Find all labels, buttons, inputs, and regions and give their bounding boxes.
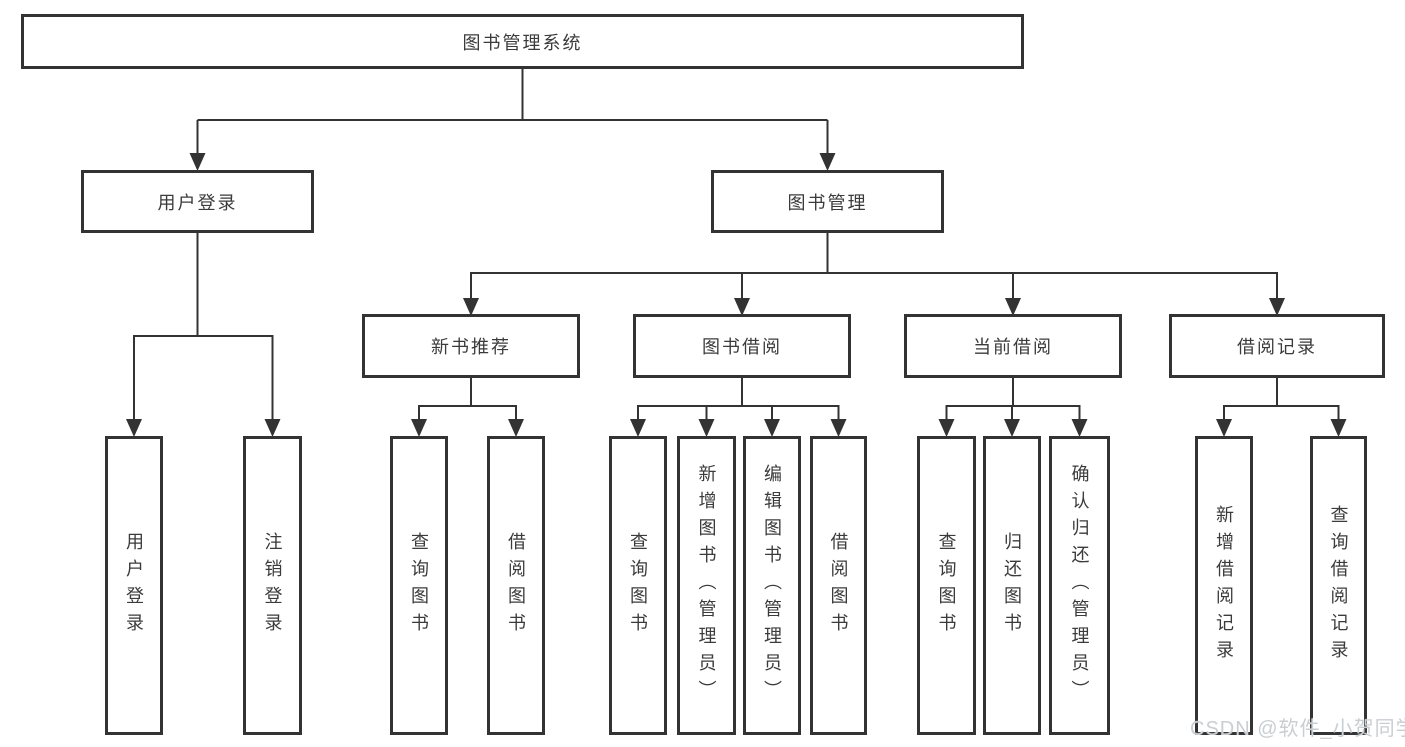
node-new-book-recommend: 新书推荐 [362,314,580,378]
leaf-return-books: 归还图书 [983,436,1041,735]
leaf-user-login: 用户登录 [105,436,163,735]
node-label: 借阅图书 [828,531,849,640]
node-book-borrowing: 图书借阅 [633,314,851,378]
node-label: 图书管理系统 [462,32,583,53]
node-system-root: 图书管理系统 [21,14,1024,69]
node-current-borrowing: 当前借阅 [904,314,1122,378]
node-borrowing-records: 借阅记录 [1169,314,1385,378]
node-label: 查询图书 [628,531,648,640]
node-label: 新书推荐 [431,337,511,357]
node-label: 注销登录 [262,531,283,640]
node-label: 确认归还（管理员） [1069,464,1090,707]
node-label: 归还图书 [1002,531,1022,640]
leaf-query-books-current: 查询图书 [917,436,976,735]
node-label: 图书借阅 [702,337,782,357]
node-label: 用户登录 [124,531,144,640]
node-label: 用户登录 [157,192,238,213]
leaf-add-borrow-record: 新增借阅记录 [1195,436,1253,735]
node-label: 编辑图书（管理员） [762,464,782,707]
leaf-query-books-borrowing: 查询图书 [609,436,667,735]
leaf-query-books-recommend: 查询图书 [390,436,448,735]
node-label: 查询借阅记录 [1328,504,1349,667]
node-label: 借阅记录 [1237,337,1317,357]
leaf-borrow-books: 借阅图书 [810,436,867,735]
leaf-edit-books-admin: 编辑图书（管理员） [743,436,801,735]
node-label: 当前借阅 [973,337,1053,357]
node-user-login: 用户登录 [81,170,314,233]
arrow-down-icon [126,153,1347,437]
node-label: 借阅图书 [506,531,526,640]
leaf-add-books-admin: 新增图书（管理员） [677,436,736,735]
node-book-management: 图书管理 [711,170,944,233]
leaf-borrow-books-recommend: 借阅图书 [487,436,545,735]
node-label: 查询图书 [409,531,429,640]
leaf-logout: 注销登录 [243,436,302,735]
watermark: CSDN @软件_小贺同学 [1190,718,1405,740]
node-label: 图书管理 [787,192,868,213]
node-label: 新增图书（管理员） [696,464,717,707]
leaf-query-borrow-record: 查询借阅记录 [1310,436,1367,735]
node-label: 查询图书 [936,531,957,640]
node-label: 新增借阅记录 [1214,504,1234,667]
leaf-confirm-return-admin: 确认归还（管理员） [1049,436,1110,735]
